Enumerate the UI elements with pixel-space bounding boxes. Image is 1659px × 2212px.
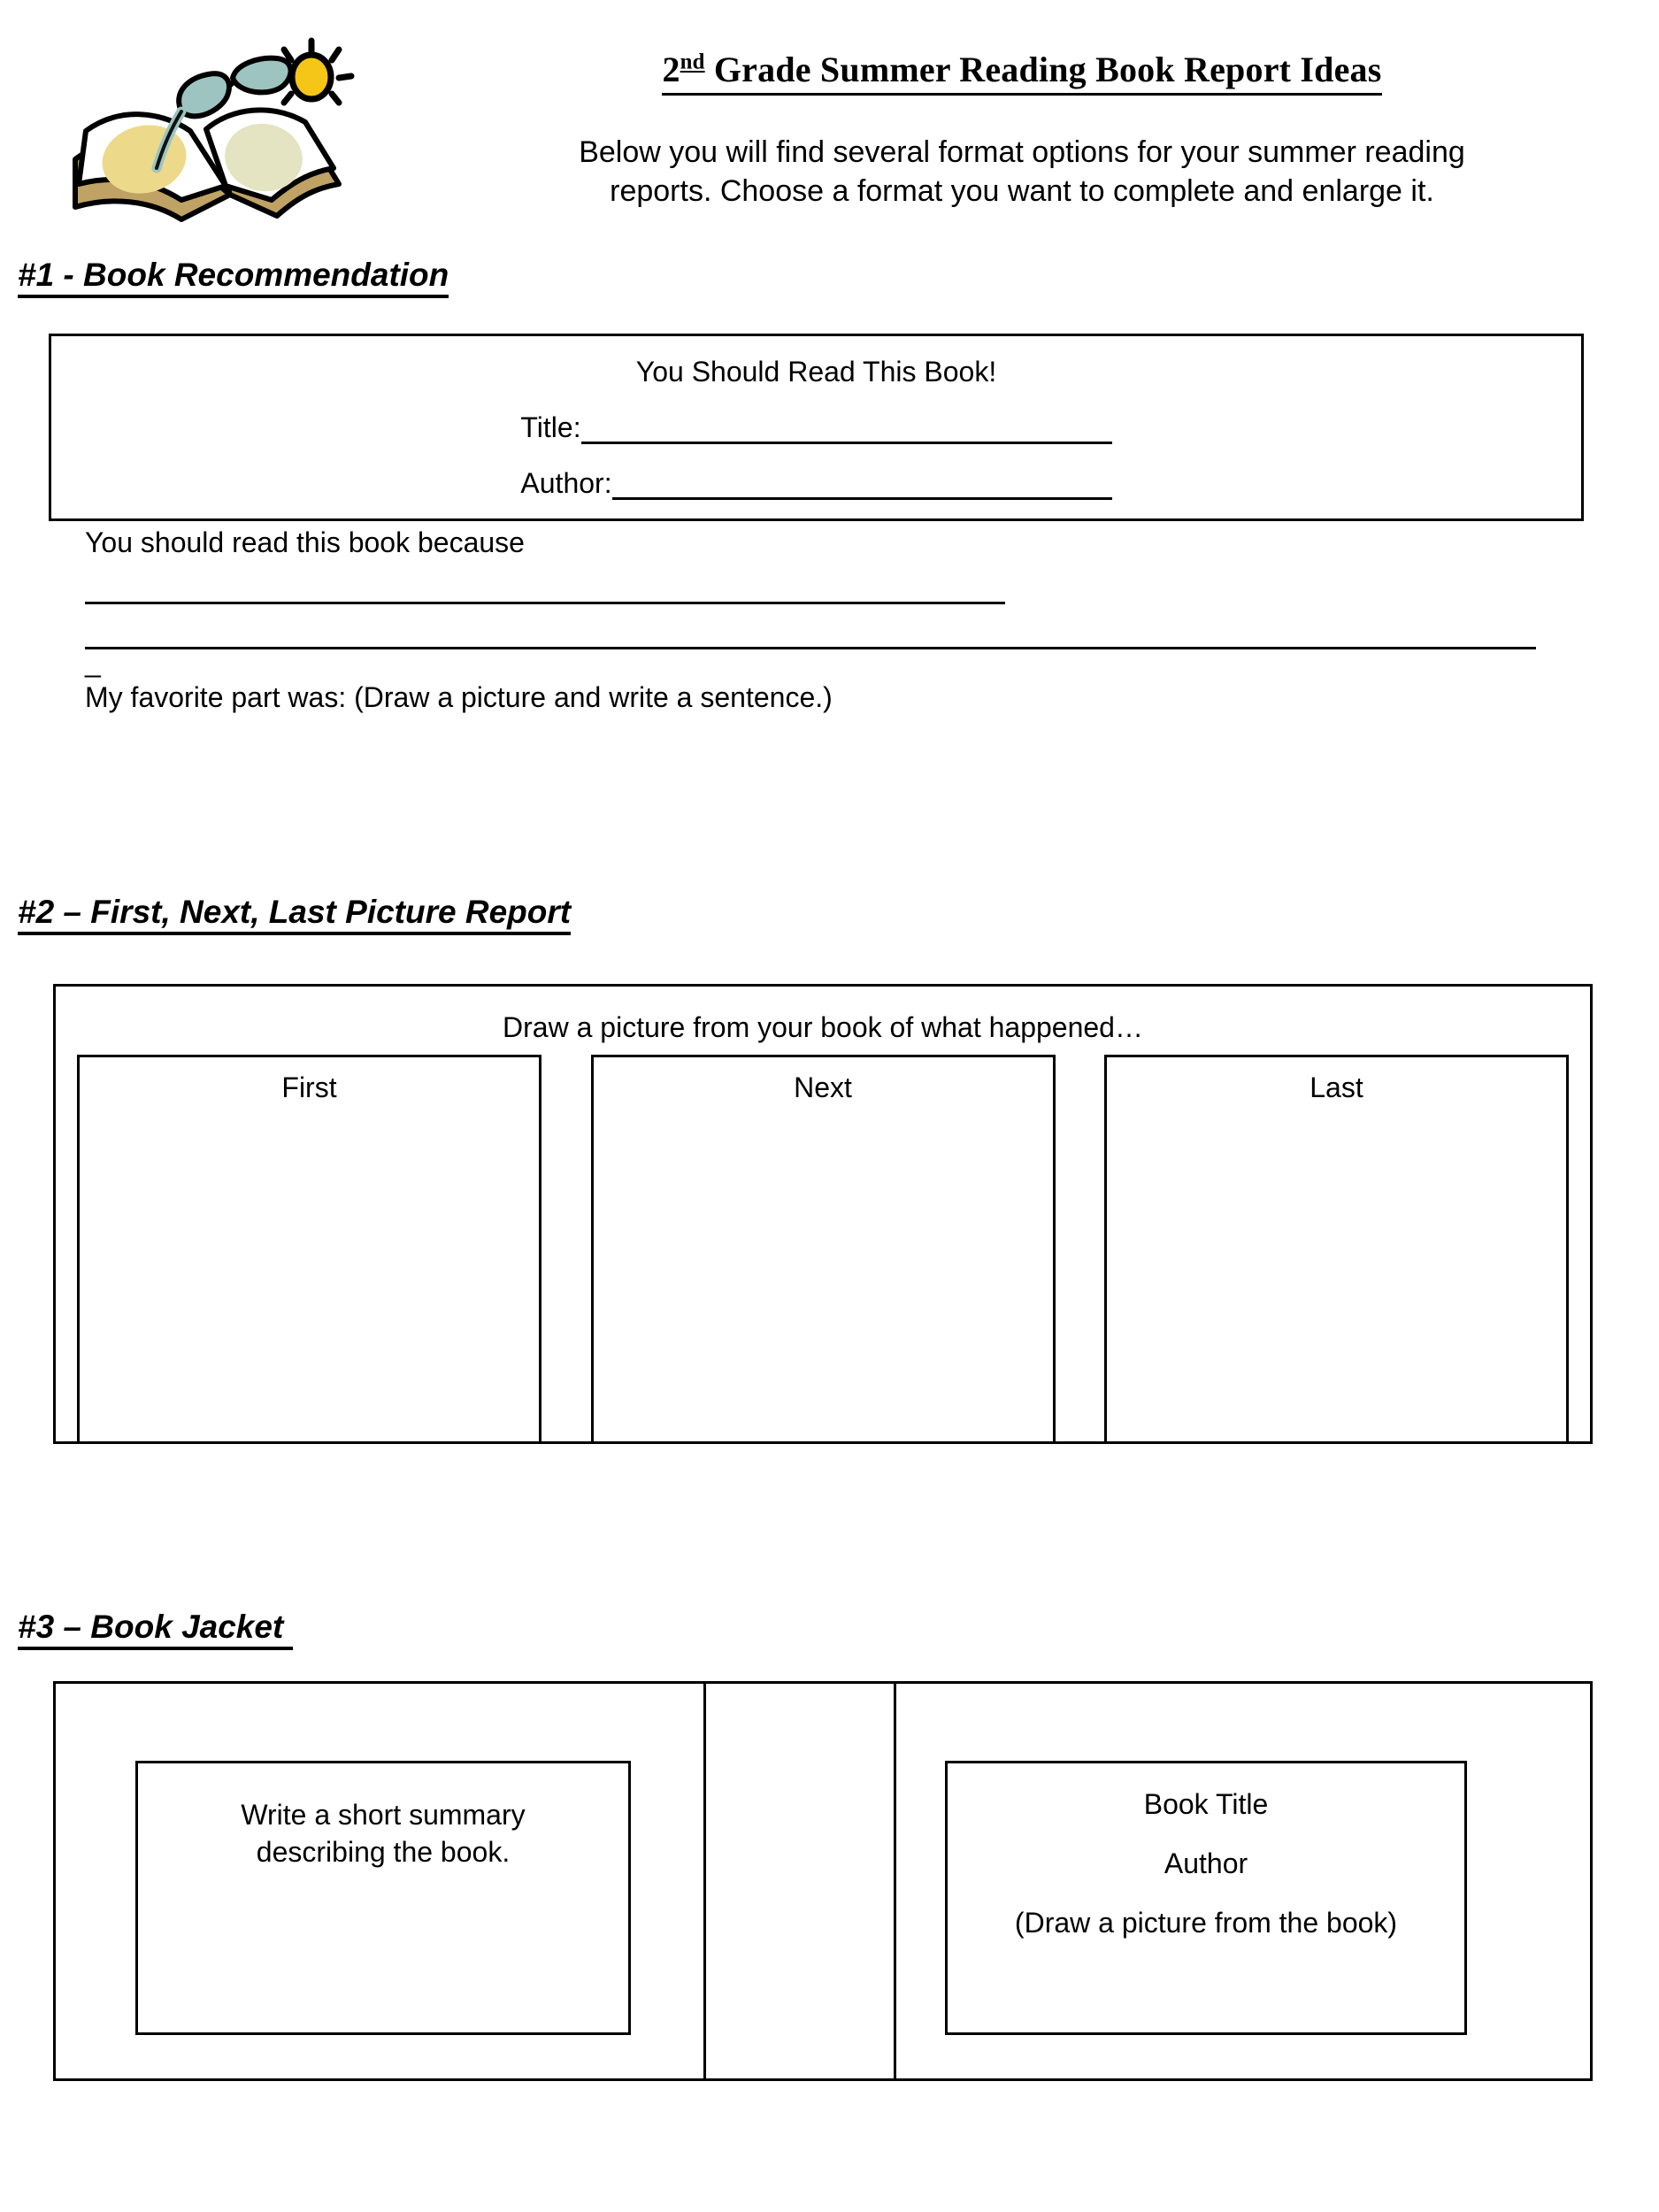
stray-dash: _ [85,646,101,678]
picture-panel-last-label: Last [1310,1071,1363,1103]
picture-panel-last[interactable]: Last [1104,1055,1569,1444]
section-2-heading: #2 – First, Next, Last Picture Report [18,894,572,935]
picture-panel-first-label: First [281,1071,337,1103]
picture-panel-next[interactable]: Next [590,1055,1056,1444]
picture-panel-next-label: Next [794,1071,852,1103]
favorite-part-prompt: My favorite part was: (Draw a picture an… [85,681,833,713]
page-header: 2nd Grade Summer Reading Book Report Ide… [0,0,1659,257]
page-subtitle-line-1: Below you will find several format optio… [579,135,1465,169]
cover-box[interactable]: Book Title Author (Draw a picture from t… [945,1761,1467,2035]
title-field-row: Title: [51,411,1581,444]
cover-draw-instruction: (Draw a picture from the book) [1014,1907,1398,1939]
because-write-line-2[interactable] [85,604,1536,649]
book-jacket-back-cover: Write a short summary describing the boo… [56,1684,706,2078]
title-label: Title: [520,411,581,443]
cover-author-label: Author [1164,1847,1248,1879]
section-3-heading-wrap: #3 – Book Jacket [0,1609,293,1650]
title-input-rule[interactable] [580,417,1112,444]
book-jacket-spine [706,1684,896,2078]
summary-box[interactable]: Write a short summary describing the boo… [135,1761,631,2035]
picture-report-caption: Draw a picture from your book of what ha… [503,1011,1143,1043]
author-field-row: Author: [51,467,1581,500]
author-input-rule[interactable] [611,472,1112,500]
page-title-ordinal-suffix: nd [680,50,705,74]
author-label: Author: [520,467,612,499]
picture-panel-row: First Next Last [77,1055,1569,1444]
summary-line-2: describing the book. [256,1835,511,1868]
because-write-line-1[interactable] [85,559,1005,604]
section-3-heading: #3 – Book Jacket [18,1609,293,1650]
book-recommendation-headline: You Should Read This Book! [635,356,997,388]
page-subtitle-line-2: reports. Choose a format you want to com… [610,174,1434,209]
picture-panel-first[interactable]: First [77,1055,541,1444]
book-jacket-template: Write a short summary describing the boo… [53,1681,1593,2081]
book-jacket-front-cover: Book Title Author (Draw a picture from t… [896,1684,1590,2078]
cover-book-title-label: Book Title [1143,1788,1269,1820]
section-1-heading: #1 - Book Recommendation [18,257,449,298]
page-title: 2nd Grade Summer Reading Book Report Ide… [662,49,1382,96]
section-2-heading-wrap: #2 – First, Next, Last Picture Report [0,894,572,935]
open-book-with-sunglasses-and-sun-icon [49,27,420,257]
header-text-block: 2nd Grade Summer Reading Book Report Ide… [460,49,1584,211]
because-prompt: You should read this book because [85,526,525,558]
page-subtitle: Below you will find several format optio… [460,133,1584,211]
summary-line-1: Write a short summary [241,1799,526,1831]
first-next-last-picture-report: Draw a picture from your book of what ha… [53,984,1593,1444]
page-title-rest: Grade Summer Reading Book Report Ideas [704,50,1382,89]
page-title-number: 2 [662,50,680,89]
book-recommendation-form: You Should Read This Book! Title: Author… [49,334,1584,713]
